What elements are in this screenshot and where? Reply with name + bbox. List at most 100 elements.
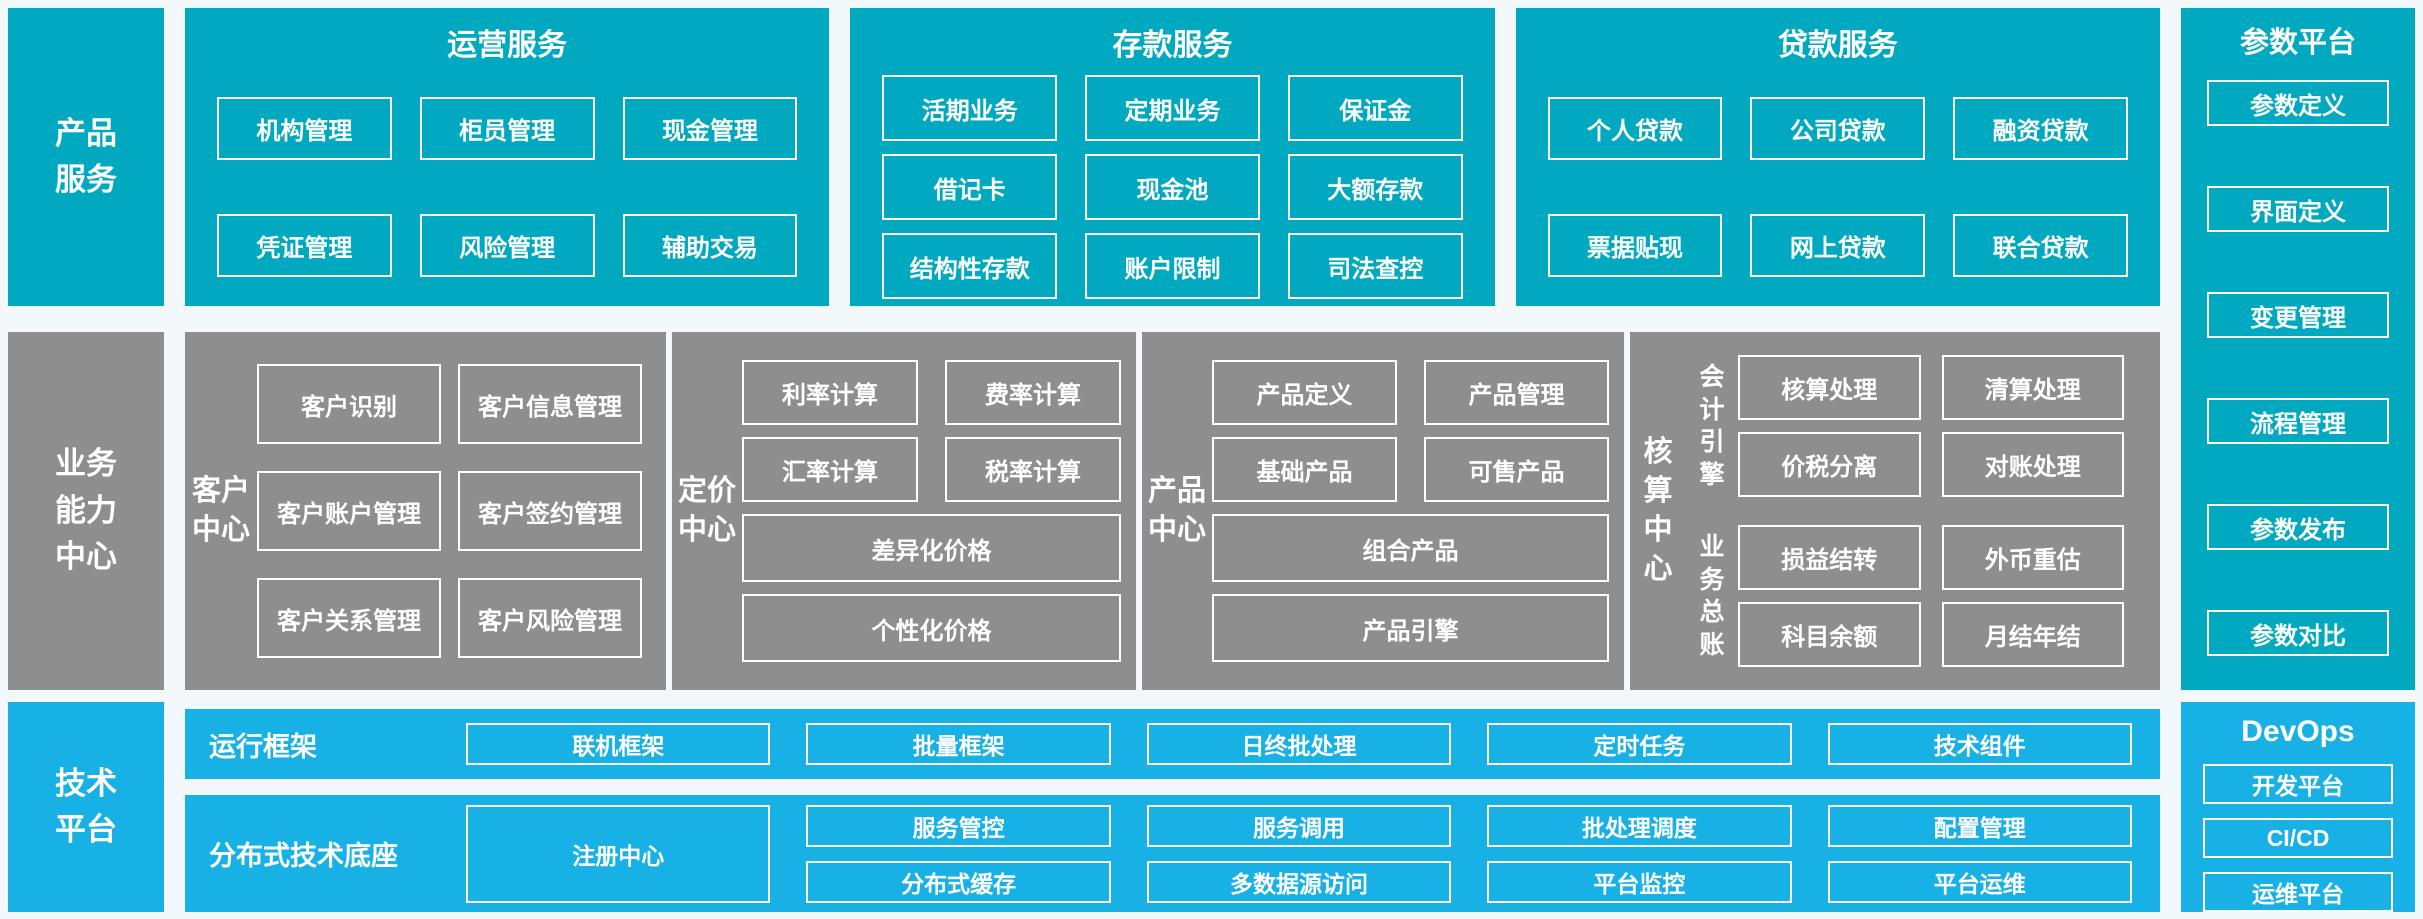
arch-box: 大额存款 xyxy=(1287,154,1463,220)
row-label: 运行框架 xyxy=(209,731,317,762)
arch-box: 活期业务 xyxy=(882,75,1058,141)
arch-box: 注册中心 xyxy=(466,804,771,903)
arch-box: 利率计算 xyxy=(742,360,918,425)
left-rail-business-capability-center: 业务 能力 中心 xyxy=(8,332,164,690)
arch-box: 公司贷款 xyxy=(1750,97,1926,160)
arch-box: 产品定义 xyxy=(1212,360,1397,425)
arch-box: 个性化价格 xyxy=(742,594,1121,662)
product-center-grid: 产品定义 产品管理 基础产品 可售产品 组合产品 产品引擎 xyxy=(1212,332,1609,690)
bottom-band: 运行框架 联机框架 批量框架 日终批处理 定时任务 技术组件 分布式技术底座 注… xyxy=(185,702,2160,912)
arch-box: 流程管理 xyxy=(2207,398,2389,444)
arch-box: 运维平台 xyxy=(2203,872,2393,912)
left-rail-product-services: 产品 服务 xyxy=(8,8,164,306)
arch-box: 组合产品 xyxy=(1212,514,1609,582)
left-rail-tech-platform: 技术 平台 xyxy=(8,702,164,912)
arch-box: 参数对比 xyxy=(2207,610,2389,656)
arch-box: 可售产品 xyxy=(1424,437,1609,502)
arch-box: 保证金 xyxy=(1287,75,1463,141)
arch-box: 分布式缓存 xyxy=(806,860,1111,903)
arch-box: CI/CD xyxy=(2203,818,2393,858)
arch-box: 配置管理 xyxy=(1827,804,2132,847)
group-accounting-engine: 会 计 引 擎 核算处理 清算处理 价税分离 对账处理 xyxy=(1686,355,2124,497)
arch-box: 现金池 xyxy=(1085,154,1260,220)
arch-box: 客户关系管理 xyxy=(257,578,441,658)
row-runtime-framework: 运行框架 联机框架 批量框架 日终批处理 定时任务 技术组件 xyxy=(185,709,2160,779)
parameter-platform-list: 参数定义 界面定义 变更管理 流程管理 参数发布 参数对比 xyxy=(2207,80,2389,656)
arch-box: 科目余额 xyxy=(1738,602,1921,667)
customer-center-grid: 客户识别 客户信息管理 客户账户管理 客户签约管理 客户关系管理 客户风险管理 xyxy=(257,332,642,690)
arch-box: 风险管理 xyxy=(419,214,595,277)
group-business-ledger: 业 务 总 账 损益结转 外币重估 科目余额 月结年结 xyxy=(1686,525,2124,667)
arch-box: 定期业务 xyxy=(1085,75,1260,141)
pricing-center-grid: 利率计算 费率计算 汇率计算 税率计算 差异化价格 个性化价格 xyxy=(742,332,1121,690)
section-pricing-center: 定价 中心 利率计算 费率计算 汇率计算 税率计算 差异化价格 个性化价格 xyxy=(672,332,1136,690)
arch-box: 批量框架 xyxy=(806,723,1111,765)
arch-box: 柜员管理 xyxy=(419,97,595,160)
section-title: 运营服务 xyxy=(447,29,568,62)
operation-services-grid: 机构管理 柜员管理 现金管理 凭证管理 风险管理 辅助交易 xyxy=(185,68,829,306)
section-devops: DevOps 开发平台 CI/CD 运维平台 xyxy=(2181,702,2415,912)
section-vertical-title: 核算 中心 xyxy=(1643,435,1673,586)
section-operation-services: 运营服务 机构管理 柜员管理 现金管理 凭证管理 风险管理 辅助交易 xyxy=(185,8,830,306)
arch-box: 定时任务 xyxy=(1487,723,1792,765)
arch-box: 技术组件 xyxy=(1827,723,2132,765)
arch-box: 基础产品 xyxy=(1212,437,1397,502)
arch-box: 辅助交易 xyxy=(622,214,798,277)
row-label: 分布式技术底座 xyxy=(209,841,398,871)
arch-box: 参数定义 xyxy=(2207,80,2389,126)
arch-box: 多数据源访问 xyxy=(1146,860,1452,903)
arch-box: 清算处理 xyxy=(1941,355,2124,420)
arch-box: 外币重估 xyxy=(1941,525,2124,590)
arch-box: 现金管理 xyxy=(622,97,798,160)
arch-box: 差异化价格 xyxy=(742,514,1121,582)
section-title: 参数平台 xyxy=(2239,27,2356,59)
arch-box: 个人贷款 xyxy=(1547,97,1723,160)
top-band: 运营服务 机构管理 柜员管理 现金管理 凭证管理 风险管理 辅助交易 存款服务 … xyxy=(185,8,2160,306)
arch-box: 服务管控 xyxy=(806,804,1111,847)
group-vertical-label: 业 务 总 账 xyxy=(1699,533,1725,659)
section-title: DevOps xyxy=(2241,715,2355,748)
left-rail-product-services-label: 产品 服务 xyxy=(55,115,117,198)
arch-box: 价税分离 xyxy=(1738,432,1921,497)
arch-box: 对账处理 xyxy=(1941,432,2124,497)
arch-box: 借记卡 xyxy=(882,154,1058,220)
left-rail-tech-platform-label: 技术 平台 xyxy=(55,765,117,848)
left-rail-business-capability-label: 业务 能力 中心 xyxy=(55,446,117,575)
arch-box: 产品管理 xyxy=(1424,360,1609,425)
arch-box: 费率计算 xyxy=(945,360,1121,425)
section-loan-services: 贷款服务 个人贷款 公司贷款 融资贷款 票据贴现 网上贷款 联合贷款 xyxy=(1515,8,2160,306)
arch-box: 账户限制 xyxy=(1085,233,1260,299)
arch-box: 服务调用 xyxy=(1146,804,1452,847)
arch-box: 变更管理 xyxy=(2207,292,2389,338)
arch-box: 融资贷款 xyxy=(1953,97,2128,160)
section-accounting-center: 核算 中心 会 计 引 擎 核算处理 清算处理 价税分离 对账处理 业 务 总 … xyxy=(1630,332,2160,690)
arch-box: 司法查控 xyxy=(1287,233,1463,299)
section-deposit-services: 存款服务 活期业务 定期业务 保证金 借记卡 现金池 大额存款 结构性存款 账户… xyxy=(850,8,1495,306)
loan-services-grid: 个人贷款 公司贷款 融资贷款 票据贴现 网上贷款 联合贷款 xyxy=(1516,68,2160,306)
arch-box: 客户信息管理 xyxy=(458,364,642,444)
arch-box: 税率计算 xyxy=(945,437,1121,502)
section-title: 存款服务 xyxy=(1112,29,1233,62)
arch-box: 机构管理 xyxy=(217,97,392,160)
arch-box: 损益结转 xyxy=(1738,525,1921,590)
arch-box: 平台监控 xyxy=(1487,860,1792,903)
deposit-services-grid: 活期业务 定期业务 保证金 借记卡 现金池 大额存款 结构性存款 账户限制 司法… xyxy=(850,68,1494,306)
section-title: 贷款服务 xyxy=(1777,29,1898,62)
arch-box: 联机框架 xyxy=(466,723,771,765)
section-vertical-title: 产品 中心 xyxy=(1147,474,1206,546)
row-distributed-base: 分布式技术底座 注册中心 服务管控 分布式缓存 服务调用 多数据源访问 批处理调… xyxy=(185,795,2160,912)
arch-box: 联合贷款 xyxy=(1953,214,2128,277)
arch-box: 界面定义 xyxy=(2207,186,2389,232)
section-vertical-title: 定价 中心 xyxy=(677,474,736,546)
section-product-center: 产品 中心 产品定义 产品管理 基础产品 可售产品 组合产品 产品引擎 xyxy=(1142,332,1624,690)
section-parameter-platform: 参数平台 参数定义 界面定义 变更管理 流程管理 参数发布 参数对比 xyxy=(2181,8,2415,690)
section-customer-center: 客户 中心 客户识别 客户信息管理 客户账户管理 客户签约管理 客户关系管理 客… xyxy=(185,332,666,690)
middle-band: 客户 中心 客户识别 客户信息管理 客户账户管理 客户签约管理 客户关系管理 客… xyxy=(185,332,2160,690)
arch-box: 参数发布 xyxy=(2207,504,2389,550)
accounting-engine-grid: 核算处理 清算处理 价税分离 对账处理 xyxy=(1738,355,2124,497)
arch-box: 客户账户管理 xyxy=(257,471,441,551)
arch-box: 月结年结 xyxy=(1941,602,2124,667)
arch-box: 客户签约管理 xyxy=(458,471,642,551)
section-vertical-title: 客户 中心 xyxy=(191,474,250,546)
arch-box: 客户风险管理 xyxy=(458,578,642,658)
